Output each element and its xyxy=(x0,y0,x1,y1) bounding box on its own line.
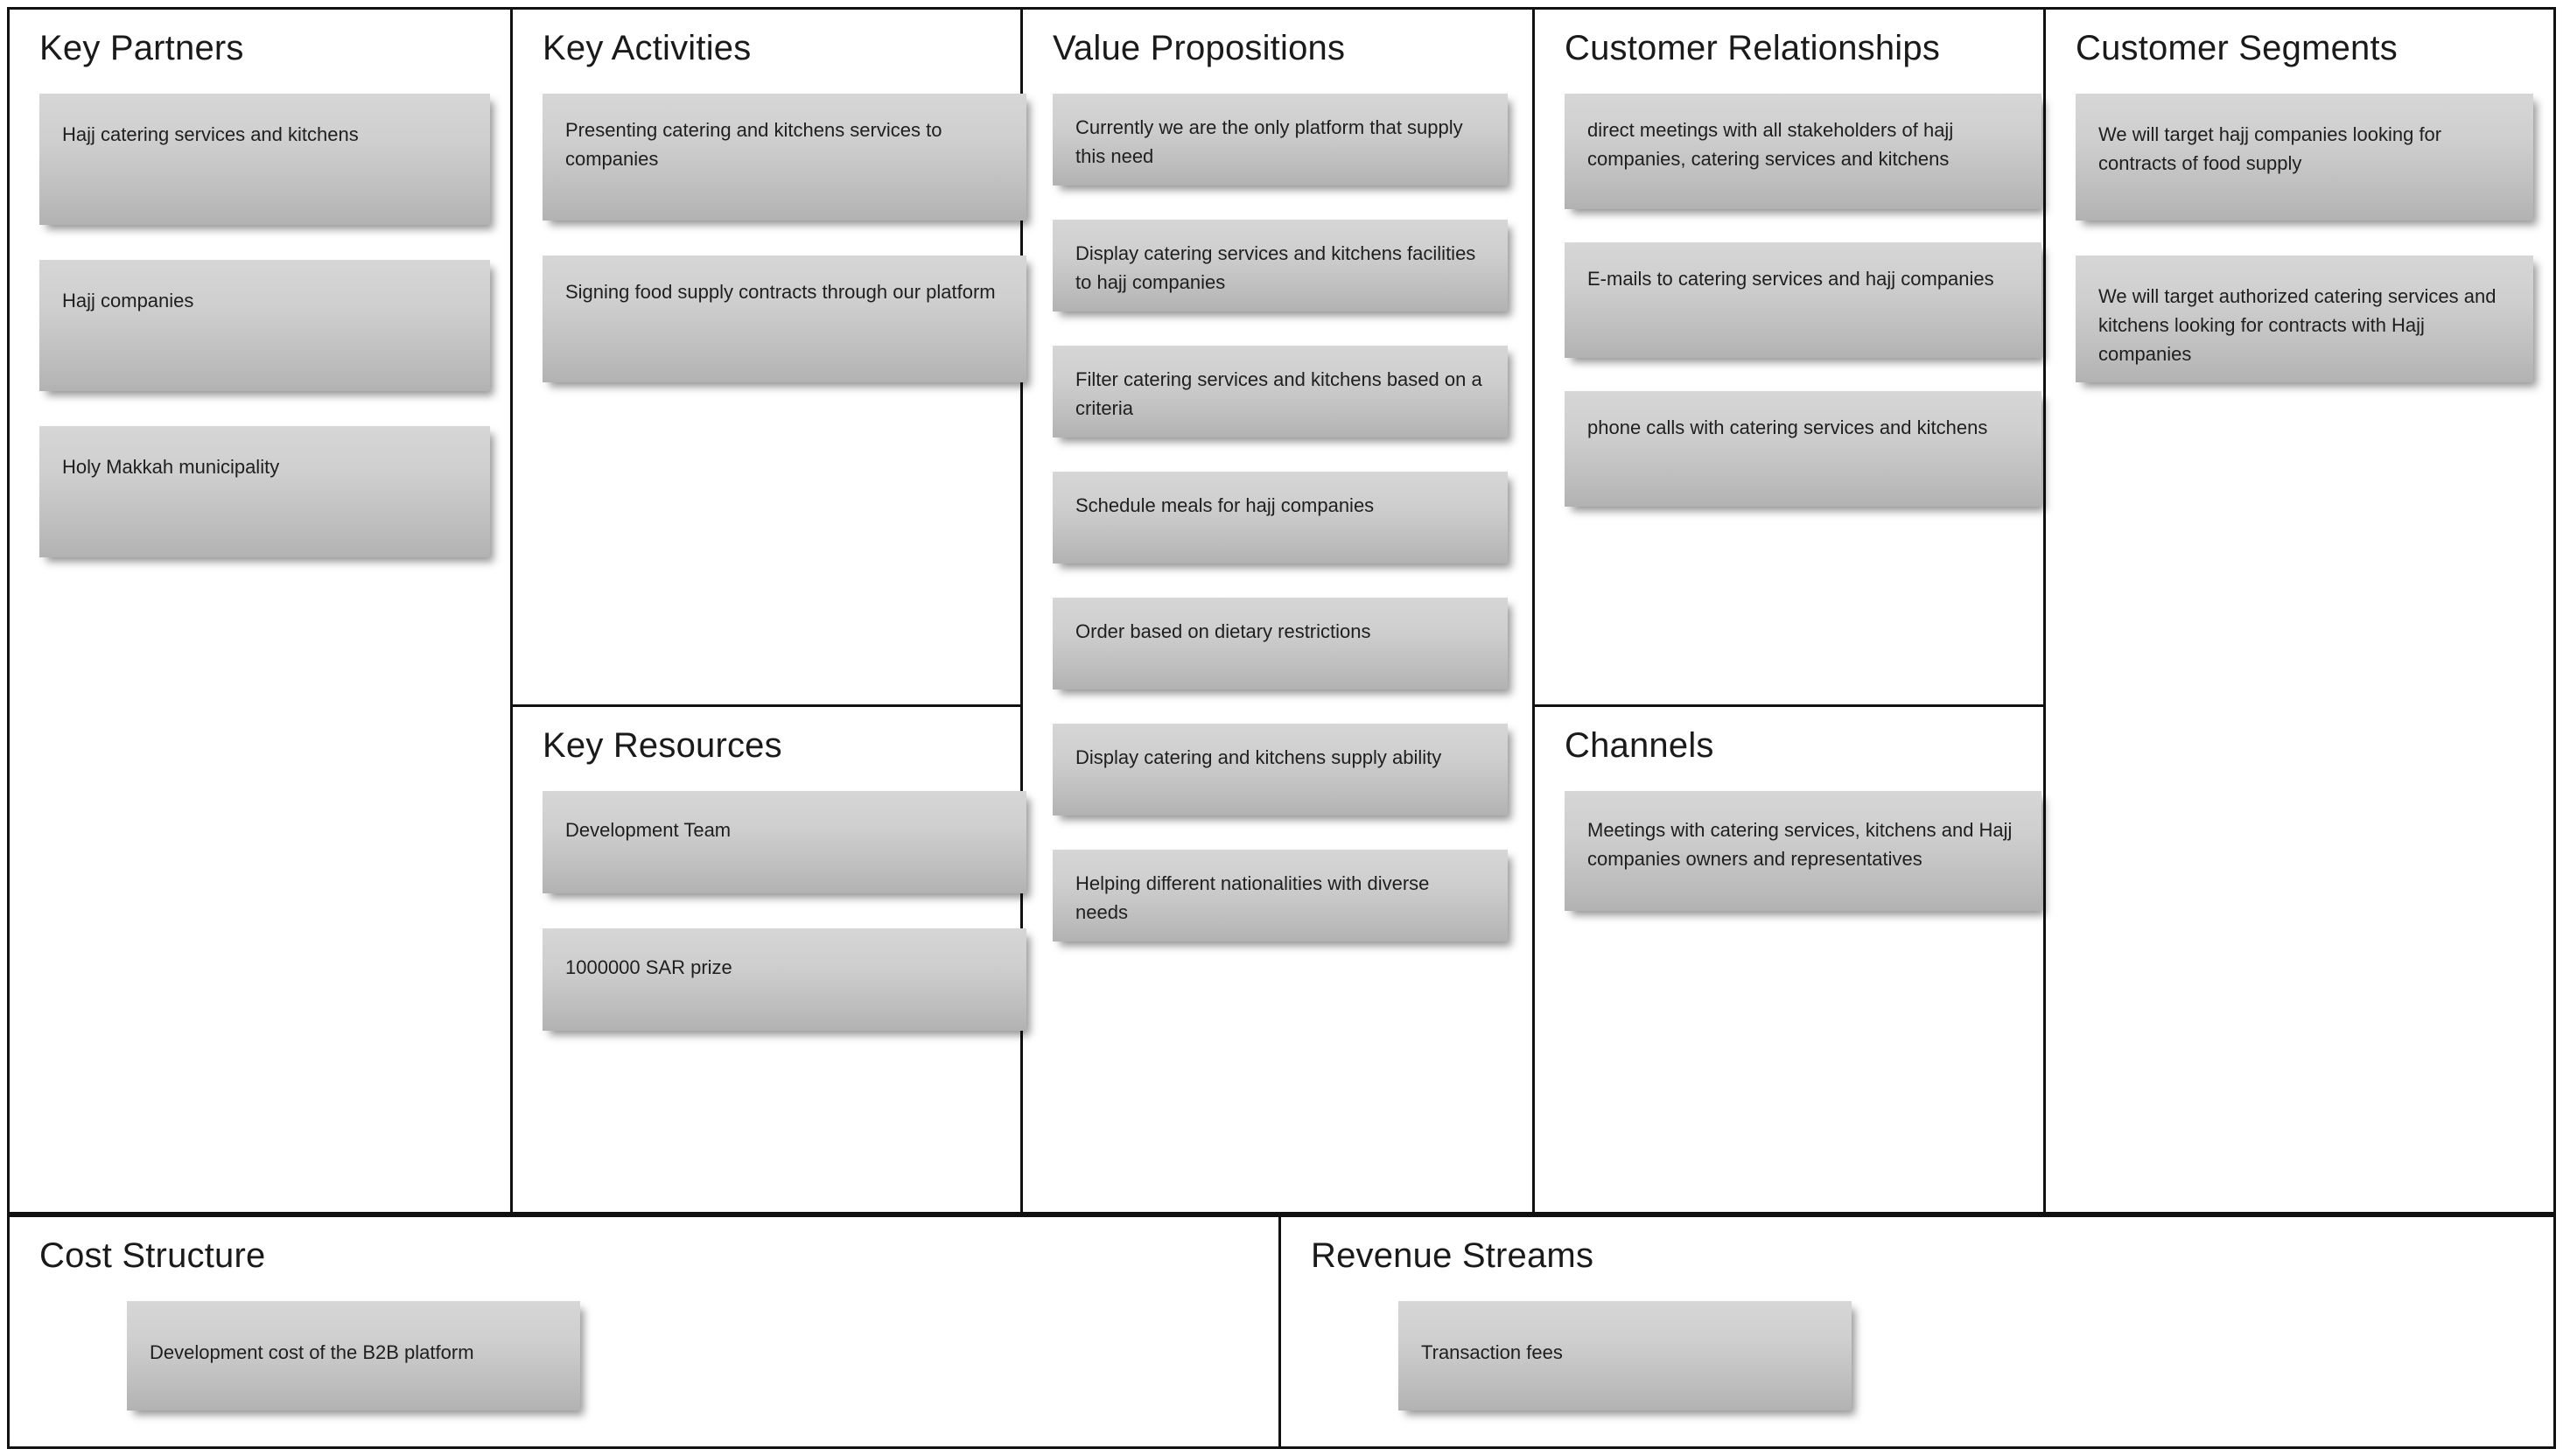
block-title-revenue-streams: Revenue Streams xyxy=(1311,1236,1594,1275)
card-text: We will target authorized catering servi… xyxy=(2098,285,2496,365)
block-title-key-partners: Key Partners xyxy=(39,29,244,67)
card-value-proposition[interactable]: Currently we are the only platform that … xyxy=(1053,94,1508,186)
card-text: Filter catering services and kitchens ba… xyxy=(1075,368,1482,419)
card-text: 1000000 SAR prize xyxy=(565,956,732,978)
card-list-key-activities: Presenting catering and kitchens service… xyxy=(543,94,1026,417)
card-text: E-mails to catering services and hajj co… xyxy=(1587,268,1994,290)
divider-vp-cr xyxy=(1532,7,1535,1214)
divider-kp-ka xyxy=(510,7,513,1214)
card-text: Helping different nationalities with div… xyxy=(1075,872,1430,923)
block-title-customer-relationships: Customer Relationships xyxy=(1565,29,1941,67)
card-text: Presenting catering and kitchens service… xyxy=(565,119,942,170)
card-channel[interactable]: Meetings with catering services, kitchen… xyxy=(1565,791,2041,911)
card-list-revenue-streams: Transaction fees xyxy=(1398,1301,2553,1410)
card-text: Meetings with catering services, kitchen… xyxy=(1587,819,2013,870)
card-text: Currently we are the only platform that … xyxy=(1075,116,1463,167)
card-text: Display catering services and kitchens f… xyxy=(1075,242,1476,293)
card-text: Display catering and kitchens supply abi… xyxy=(1075,746,1442,768)
card-customer-segment[interactable]: We will target authorized catering servi… xyxy=(2076,256,2533,382)
card-text: Holy Makkah municipality xyxy=(62,456,280,478)
block-channels: Channels Meetings with catering services… xyxy=(1535,707,2043,1214)
card-text: Signing food supply contracts through ou… xyxy=(565,281,996,303)
card-text: Development Team xyxy=(565,819,732,841)
divider-ka-vp xyxy=(1020,7,1023,1214)
card-value-proposition[interactable]: Helping different nationalities with div… xyxy=(1053,850,1508,942)
card-customer-relationship[interactable]: E-mails to catering services and hajj co… xyxy=(1565,242,2041,358)
card-value-proposition[interactable]: Filter catering services and kitchens ba… xyxy=(1053,346,1508,438)
card-text: Hajj catering services and kitchens xyxy=(62,123,359,145)
card-text: Schedule meals for hajj companies xyxy=(1075,494,1375,516)
card-value-proposition[interactable]: Display catering and kitchens supply abi… xyxy=(1053,724,1508,816)
card-text: Transaction fees xyxy=(1421,1341,1563,1363)
divider-cr-ch xyxy=(1532,704,2046,707)
block-key-resources: Key Resources Development Team 1000000 S… xyxy=(513,707,1026,1214)
card-text: phone calls with catering services and k… xyxy=(1587,416,1988,438)
card-list-customer-segments: We will target hajj companies looking fo… xyxy=(2076,94,2553,417)
card-key-activity[interactable]: Signing food supply contracts through ou… xyxy=(543,256,1026,382)
card-list-value-propositions: Currently we are the only platform that … xyxy=(1053,94,1532,976)
card-key-partner[interactable]: Holy Makkah municipality xyxy=(39,426,490,557)
block-title-channels: Channels xyxy=(1565,726,1714,765)
block-title-key-resources: Key Resources xyxy=(543,726,782,765)
card-key-partner[interactable]: Hajj catering services and kitchens xyxy=(39,94,490,225)
card-list-customer-relationships: direct meetings with all stakeholders of… xyxy=(1565,94,2043,540)
block-customer-segments: Customer Segments We will target hajj co… xyxy=(2046,10,2553,1214)
block-title-cost-structure: Cost Structure xyxy=(39,1236,266,1275)
card-key-partner[interactable]: Hajj companies xyxy=(39,260,490,391)
card-key-resource[interactable]: 1000000 SAR prize xyxy=(543,928,1026,1031)
card-customer-segment[interactable]: We will target hajj companies looking fo… xyxy=(2076,94,2533,220)
card-key-activity[interactable]: Presenting catering and kitchens service… xyxy=(543,94,1026,220)
divider-cost-revenue xyxy=(1278,1214,1281,1449)
block-title-customer-segments: Customer Segments xyxy=(2076,29,2398,67)
block-key-partners: Key Partners Hajj catering services and … xyxy=(10,10,510,1214)
block-title-value-propositions: Value Propositions xyxy=(1053,29,1346,67)
divider-cr-cs xyxy=(2043,7,2046,1214)
card-list-channels: Meetings with catering services, kitchen… xyxy=(1565,791,2043,944)
block-title-key-activities: Key Activities xyxy=(543,29,752,67)
card-cost-item[interactable]: Development cost of the B2B platform xyxy=(127,1301,580,1410)
block-customer-relationships: Customer Relationships direct meetings w… xyxy=(1535,10,2043,704)
card-customer-relationship[interactable]: direct meetings with all stakeholders of… xyxy=(1565,94,2041,209)
card-text: We will target hajj companies looking fo… xyxy=(2098,123,2442,174)
divider-ka-kr xyxy=(510,704,1023,707)
block-revenue-streams: Revenue Streams Transaction fees xyxy=(1281,1217,2553,1446)
block-cost-structure: Cost Structure Development cost of the B… xyxy=(10,1217,1278,1446)
card-text: Development cost of the B2B platform xyxy=(150,1341,474,1363)
card-value-proposition[interactable]: Schedule meals for hajj companies xyxy=(1053,472,1508,564)
card-key-resource[interactable]: Development Team xyxy=(543,791,1026,893)
card-list-cost-structure: Development cost of the B2B platform xyxy=(127,1301,1278,1410)
card-revenue-item[interactable]: Transaction fees xyxy=(1398,1301,1852,1410)
block-value-propositions: Value Propositions Currently we are the … xyxy=(1023,10,1532,1214)
card-value-proposition[interactable]: Order based on dietary restrictions xyxy=(1053,598,1508,690)
block-key-activities: Key Activities Presenting catering and k… xyxy=(513,10,1026,704)
card-list-key-partners: Hajj catering services and kitchens Hajj… xyxy=(39,94,510,592)
card-text: Order based on dietary restrictions xyxy=(1075,620,1371,642)
bottom-row-frame xyxy=(7,1214,2556,1449)
card-text: direct meetings with all stakeholders of… xyxy=(1587,119,1954,170)
card-list-key-resources: Development Team 1000000 SAR prize xyxy=(543,791,1026,1066)
card-value-proposition[interactable]: Display catering services and kitchens f… xyxy=(1053,220,1508,312)
top-row-frame xyxy=(7,7,2556,1214)
card-text: Hajj companies xyxy=(62,290,194,312)
card-customer-relationship[interactable]: phone calls with catering services and k… xyxy=(1565,391,2041,507)
